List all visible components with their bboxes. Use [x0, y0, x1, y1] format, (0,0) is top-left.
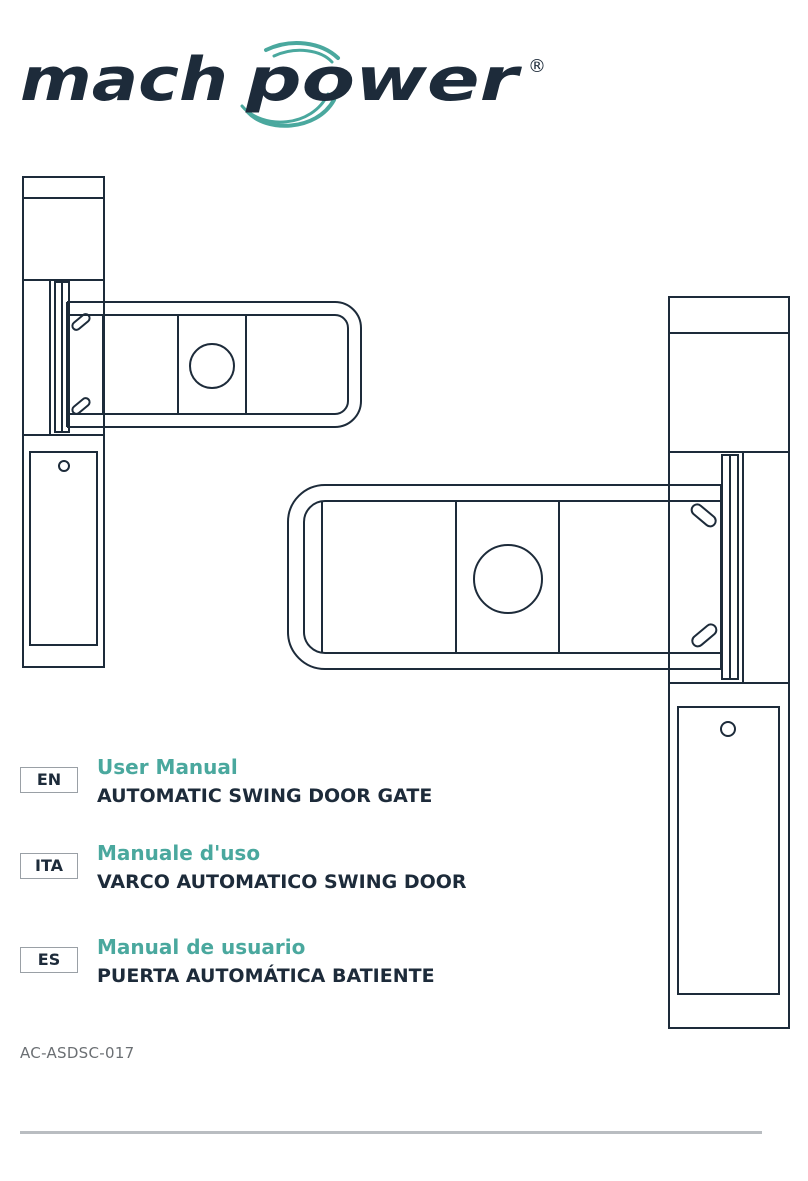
left-gate-post — [22, 176, 105, 668]
product-name: AUTOMATIC SWING DOOR GATE — [97, 785, 433, 807]
language-code-tag: EN — [20, 767, 78, 793]
right-gate-post — [668, 296, 790, 1029]
right-swing-arm — [287, 484, 722, 670]
language-code-tag: ES — [20, 947, 78, 973]
language-code-tag: ITA — [20, 853, 78, 879]
logo-text-power: power — [245, 45, 523, 115]
brand-logo: mach power ® — [20, 41, 546, 128]
left-swing-arm — [66, 301, 362, 428]
manual-title: User Manual — [97, 755, 238, 779]
product-name: PUERTA AUTOMÁTICA BATIENTE — [97, 965, 435, 987]
registered-mark: ® — [528, 56, 546, 77]
product-code: AC-ASDSC-017 — [20, 1044, 135, 1062]
manual-title: Manual de usuario — [97, 935, 306, 959]
manual-title: Manuale d'uso — [97, 841, 261, 865]
product-name: VARCO AUTOMATICO SWING DOOR — [97, 871, 467, 893]
logo-swoosh — [240, 41, 340, 128]
footer-divider — [20, 1131, 762, 1134]
logo-text-mach: mach — [20, 45, 228, 115]
